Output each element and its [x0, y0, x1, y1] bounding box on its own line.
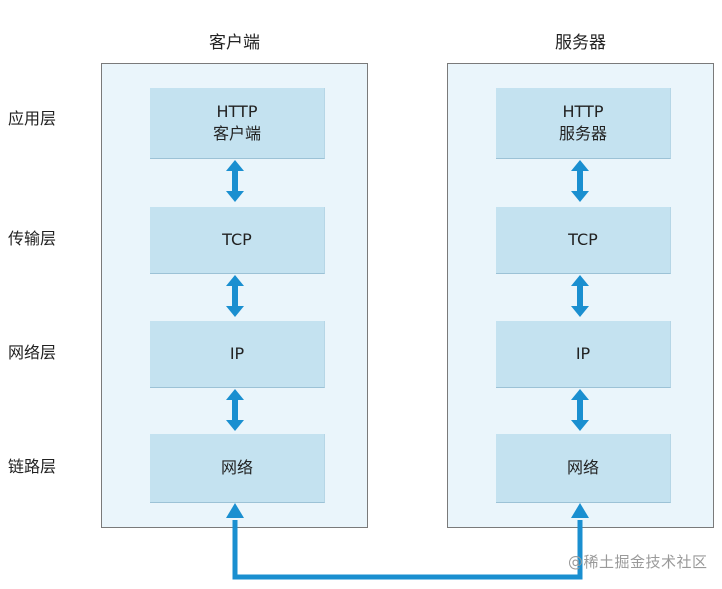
server-application-role: 服务器 — [558, 124, 607, 143]
server-arrow-application-transport — [571, 160, 589, 202]
server-application-protocol: HTTP — [562, 102, 604, 121]
server-column-title: 服务器 — [555, 33, 606, 53]
server-network-box: IP — [496, 321, 671, 388]
layer-label-network: 网络层 — [8, 343, 57, 362]
server-link-box: 网络 — [496, 434, 671, 503]
client-network-box: IP — [150, 321, 325, 388]
client-link-box: 网络 — [150, 434, 325, 503]
watermark: @稀土掘金技术社区 — [568, 553, 708, 571]
client-link-label: 网络 — [220, 458, 253, 477]
client-application-protocol: HTTP — [216, 102, 258, 121]
client-transport-box: TCP — [150, 207, 325, 274]
client-arrow-transport-network — [226, 275, 244, 317]
layer-label-transport: 传输层 — [8, 229, 57, 248]
server-network-label: IP — [575, 344, 591, 363]
server-application-box: HTTP 服务器 — [496, 88, 671, 159]
layer-label-link: 链路层 — [8, 457, 57, 476]
client-arrow-application-transport — [226, 160, 244, 202]
server-link-label: 网络 — [566, 458, 599, 477]
client-column-title: 客户端 — [209, 33, 260, 53]
client-application-role: 客户端 — [212, 124, 261, 143]
client-application-box: HTTP 客户端 — [150, 88, 325, 159]
server-transport-box: TCP — [496, 207, 671, 274]
client-network-label: IP — [229, 344, 245, 363]
client-arrow-network-link — [226, 389, 244, 431]
client-panel: HTTP 客户端 TCP IP 网络 — [101, 63, 368, 528]
server-arrow-transport-network — [571, 275, 589, 317]
server-transport-label: TCP — [568, 230, 598, 249]
link-connection-arrow — [226, 503, 589, 580]
server-arrow-network-link — [571, 389, 589, 431]
client-transport-label: TCP — [222, 230, 252, 249]
layer-label-application: 应用层 — [8, 109, 57, 128]
